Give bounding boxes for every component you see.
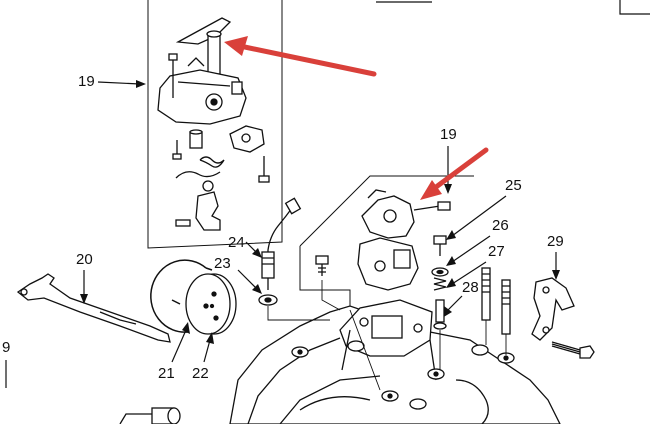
callout-29-label: 29 [547, 233, 564, 250]
callout-28: 28 [442, 279, 479, 318]
callout-28-label: 28 [462, 279, 479, 296]
pulley-part-22 [185, 273, 237, 335]
frame-lines [376, 0, 650, 15]
retaining-ring-part-21 [150, 259, 213, 333]
callout-22-label: 22 [192, 365, 209, 382]
callout-27: 27 [446, 243, 505, 288]
assembly-19-top-box [147, 0, 283, 249]
callout-24: 24 [228, 234, 262, 258]
highlight-arrow-top [224, 36, 377, 77]
callout-23-label: 23 [214, 255, 231, 272]
fastener-stack-parts [431, 235, 511, 335]
throttle-body-top-part [157, 17, 270, 231]
main-housing [229, 299, 561, 424]
callout-21-label: 21 [158, 365, 175, 382]
callout-24-label: 24 [228, 234, 245, 251]
callout-29: 29 [547, 233, 564, 280]
throttle-position-sensor-part [315, 189, 451, 291]
sensor-part-24 [261, 197, 302, 290]
callout-25: 25 [446, 177, 522, 240]
callout-25-label: 25 [505, 177, 522, 194]
link-arm-part-20 [16, 273, 171, 343]
callout-26: 26 [446, 217, 509, 266]
callout-27-label: 27 [488, 243, 505, 260]
callout-26-label: 26 [492, 217, 509, 234]
bracket-part-29 [531, 277, 595, 359]
callout-19-mid-label: 19 [440, 126, 457, 143]
pipe-fragment [119, 407, 181, 424]
callout-22: 22 [192, 332, 214, 382]
callout-19-top: 19 [78, 73, 146, 90]
callout-9: 9 [2, 339, 10, 388]
leader-lines [267, 280, 507, 391]
callout-20-label: 20 [76, 251, 93, 268]
callout-21: 21 [158, 322, 190, 382]
washer-part-23 [258, 294, 278, 306]
callout-20: 20 [76, 251, 93, 304]
callout-9-label: 9 [2, 339, 10, 356]
assembly-19-mid-box [299, 175, 474, 310]
callout-23: 23 [214, 255, 262, 294]
callout-19-top-label: 19 [78, 73, 95, 90]
highlight-arrow-mid [420, 147, 489, 200]
